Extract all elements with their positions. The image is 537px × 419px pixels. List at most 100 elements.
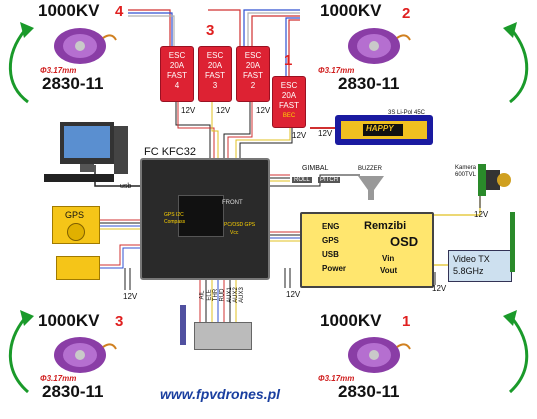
rotation-arrows bbox=[8, 29, 529, 394]
rx-pin-label: RUD bbox=[219, 288, 226, 302]
vtx-antenna bbox=[510, 212, 515, 272]
voltage-label: 12V bbox=[432, 284, 447, 293]
voltage-label: 12V bbox=[256, 106, 271, 115]
esc-4: ESC 20A FAST 4 bbox=[160, 46, 194, 102]
gimbal-pitch: PITCH bbox=[318, 177, 340, 183]
motor-model-bottom-right: 2830-11 bbox=[338, 382, 400, 401]
voltage-label: 12V bbox=[123, 292, 138, 301]
rc-receiver bbox=[194, 322, 252, 350]
motor-shaft-bottom-right: Φ3.17mm bbox=[318, 374, 355, 383]
fc-vcc-label: Vcc bbox=[230, 230, 239, 236]
voltage-label: 12V bbox=[216, 106, 231, 115]
vtx-freq: 5.8GHz bbox=[453, 266, 484, 276]
battery-brand: HAPPY bbox=[366, 124, 394, 133]
motor-top-right bbox=[342, 24, 412, 68]
esc-2: ESC 20A FAST 2 bbox=[236, 46, 270, 102]
fc-chip bbox=[178, 195, 224, 237]
osd-vout-label: Vout bbox=[380, 266, 398, 275]
buzzer-icon bbox=[356, 172, 386, 202]
motor-top-left bbox=[48, 24, 118, 68]
video-tx: Video TX 5.8GHz bbox=[448, 250, 512, 282]
battery bbox=[333, 113, 436, 149]
gps-label: GPS bbox=[65, 210, 85, 220]
esc-line: 4 bbox=[174, 81, 180, 90]
rx-pin-label: ELE bbox=[206, 289, 213, 301]
fc-compass-label: Compass bbox=[164, 219, 186, 225]
vtx-label: Video TX bbox=[453, 254, 490, 264]
esc-line: ESC bbox=[206, 51, 224, 60]
esc-signal-wires bbox=[175, 100, 293, 160]
gps-antenna bbox=[67, 223, 85, 241]
fc-front-label: FRONT bbox=[222, 200, 243, 206]
osd-vin-label: Vin bbox=[382, 254, 395, 263]
gps-module: GPS bbox=[52, 206, 100, 244]
esc-line: FAST bbox=[242, 71, 263, 80]
voltage-label: 12V bbox=[474, 210, 489, 219]
camera-sub-label: 600TVL bbox=[455, 172, 477, 178]
osd-label-usb: USB bbox=[322, 250, 339, 259]
motor-wires-top bbox=[128, 9, 300, 80]
voltage-label: 12V bbox=[286, 290, 301, 299]
usb-label: usb bbox=[120, 183, 132, 190]
esc-bec-label: BEC bbox=[282, 113, 296, 119]
motor-model-top-left: 2830-11 bbox=[42, 74, 104, 93]
motor-model-bottom-left: 2830-11 bbox=[42, 382, 104, 401]
esc-line: ESC bbox=[244, 51, 262, 60]
website-label: www.fpvdrones.pl bbox=[160, 386, 281, 402]
motor-kv-top-left: 1000KV bbox=[38, 1, 100, 20]
fc-osd-label: PC/OSD GPS bbox=[224, 222, 256, 228]
motor-number-bottom-right: 1 bbox=[402, 313, 411, 330]
esc-line: FAST bbox=[204, 71, 225, 80]
esc-line: 2 bbox=[250, 81, 256, 90]
motor-shaft-bottom-left: Φ3.17mm bbox=[40, 374, 77, 383]
rx-pin-label: AUX3 bbox=[238, 287, 245, 303]
esc-line: 20A bbox=[169, 61, 185, 70]
motor-number-top-left: 4 bbox=[115, 3, 124, 20]
motor-bottom-right bbox=[342, 333, 412, 377]
motor-kv-bottom-right: 1000KV bbox=[320, 311, 382, 330]
esc-line: ESC bbox=[168, 51, 186, 60]
voltage-label: 12V bbox=[181, 106, 196, 115]
motor-shaft-top-right: Φ3.17mm bbox=[318, 66, 355, 75]
motor-model-top-right: 2830-11 bbox=[338, 74, 400, 93]
camera-label: Kamera bbox=[455, 165, 477, 171]
fc-title: FC KFC32 bbox=[144, 146, 196, 158]
motor-shaft-top-left: Φ3.17mm bbox=[40, 66, 77, 75]
osd-title-1: Remzibi bbox=[364, 220, 407, 232]
esc-line: 3 bbox=[212, 81, 218, 90]
esc-line: 20A bbox=[281, 91, 297, 100]
esc-3: ESC 20A FAST 3 bbox=[198, 46, 232, 102]
compass-module bbox=[56, 256, 100, 280]
osd-label-power: Power bbox=[322, 264, 347, 273]
fc-gps-label: GPS I2C bbox=[164, 212, 184, 218]
osd-label-eng: ENG bbox=[322, 222, 340, 231]
motor-number-top-right: 2 bbox=[402, 5, 411, 22]
motor-number-bottom-left: 3 bbox=[115, 313, 124, 330]
voltage-label: 12V bbox=[318, 129, 333, 138]
voltage-label: 12V bbox=[292, 131, 307, 140]
esc-line: 20A bbox=[245, 61, 261, 70]
motor-kv-bottom-left: 1000KV bbox=[38, 311, 100, 330]
arrow-heads bbox=[20, 22, 517, 326]
esc-line: FAST bbox=[278, 101, 299, 110]
computer-icon bbox=[40, 120, 130, 186]
osd-label-gps: GPS bbox=[322, 236, 339, 245]
esc-1: ESC 20A FAST BEC bbox=[272, 76, 306, 128]
rx-pin-label: THR bbox=[213, 288, 220, 302]
rx-pin-label: AIL bbox=[199, 290, 206, 300]
camera-icon bbox=[478, 162, 512, 198]
esc-line: FAST bbox=[166, 71, 187, 80]
esc-number-label: 3 bbox=[206, 22, 215, 39]
battery-label: 3S Li-Pol 45C bbox=[388, 110, 426, 116]
esc-line: ESC bbox=[280, 81, 298, 90]
esc-number-label: 1 bbox=[284, 52, 293, 69]
buzzer-label: BUZZER bbox=[358, 166, 382, 172]
motor-bottom-left bbox=[48, 333, 118, 377]
gimbal-label: GIMBAL bbox=[302, 165, 329, 172]
osd-title-2: OSD bbox=[390, 234, 419, 249]
osd-board: Remzibi OSD ENG GPS USB Power Vin Vout bbox=[300, 212, 434, 288]
gimbal-roll: ROLL bbox=[292, 177, 312, 183]
esc-line: 20A bbox=[207, 61, 223, 70]
motor-kv-top-right: 1000KV bbox=[320, 1, 382, 20]
led-strip bbox=[180, 305, 186, 345]
